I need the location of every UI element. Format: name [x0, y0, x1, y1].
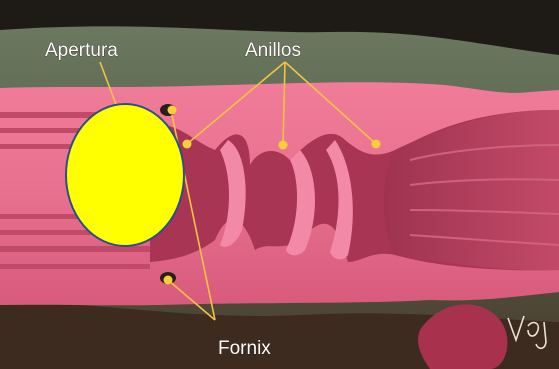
overlay-circle — [66, 104, 184, 246]
dot-anillo-3 — [372, 140, 381, 149]
label-anillos: Anillos — [245, 40, 301, 61]
dot-fornix-bottom — [164, 276, 173, 285]
label-fornix: Fornix — [218, 338, 271, 359]
label-apertura: Apertura — [45, 40, 118, 61]
dot-anillo-2 — [279, 141, 288, 150]
dot-fornix-top — [168, 106, 177, 115]
dot-anillo-1 — [183, 140, 192, 149]
